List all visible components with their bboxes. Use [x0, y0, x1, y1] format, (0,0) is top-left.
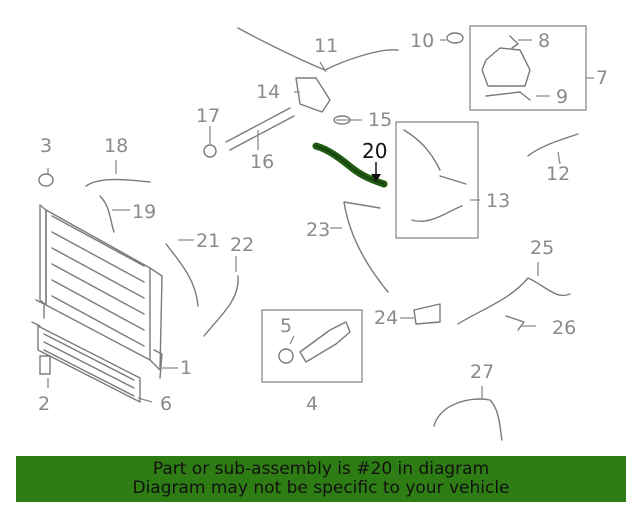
part-7-reservoir	[481, 47, 531, 87]
part-14-housing	[295, 77, 331, 113]
part-24-valve	[413, 303, 441, 325]
callout-25: 25	[530, 237, 554, 259]
condenser	[37, 325, 141, 403]
part-1-drain	[153, 349, 163, 379]
callout-2: 2	[38, 393, 50, 415]
part-13-hoses	[403, 129, 467, 222]
group-box-13	[395, 121, 479, 239]
callout-11: 11	[314, 35, 338, 57]
banner-line-1: Part or sub-assembly is #20 in diagram	[152, 459, 490, 479]
callout-22: 22	[230, 234, 254, 256]
part-25-hose	[457, 277, 571, 325]
part-4-fitting	[299, 321, 351, 363]
callout-23: 23	[306, 219, 330, 241]
callout-4: 4	[306, 393, 318, 415]
callout-8: 8	[538, 30, 550, 52]
part-10-cap	[446, 32, 464, 44]
callout-14: 14	[256, 81, 280, 103]
callout-17: 17	[196, 105, 220, 127]
part-17-oring	[203, 144, 217, 158]
part-9-bracket	[485, 91, 531, 101]
callout-21: 21	[196, 230, 220, 252]
part-19-hose	[99, 195, 115, 233]
callout-19: 19	[132, 201, 156, 223]
callout-3: 3	[40, 135, 52, 157]
callout-1: 1	[180, 357, 192, 379]
info-banner: Part or sub-assembly is #20 in diagram D…	[16, 456, 626, 502]
part-8-clip	[509, 35, 519, 49]
part-2-grommet	[39, 355, 51, 375]
callout-15: 15	[368, 109, 392, 131]
callout-18: 18	[104, 135, 128, 157]
callout-24: 24	[374, 307, 398, 329]
part-16-pipe	[225, 107, 295, 151]
callout-16: 16	[250, 151, 274, 173]
radiator	[31, 204, 163, 371]
callout-13: 13	[486, 190, 510, 212]
callout-12: 12	[546, 163, 570, 185]
callout-6: 6	[160, 393, 172, 415]
part-22-hose	[203, 275, 239, 337]
part-5-oring	[278, 348, 294, 364]
callout-7: 7	[596, 67, 608, 89]
callout-9: 9	[556, 86, 568, 108]
part-3-cap	[38, 173, 54, 187]
part-12-hose	[527, 133, 579, 157]
part-18-hose	[85, 178, 151, 187]
banner-line-2: Diagram may not be specific to your vehi…	[132, 478, 510, 498]
callout-5: 5	[280, 315, 292, 337]
callout-20: 20	[362, 139, 387, 163]
part-21-hose	[165, 243, 199, 307]
callout-27: 27	[470, 361, 494, 383]
parts-diagram: 1 2 3 4 5 6 7 8 9 10 11 12 13 14 15 16 1…	[31, 25, 608, 441]
group-box-7	[469, 25, 587, 111]
part-23-hose	[343, 201, 389, 293]
part-27-hose	[433, 398, 503, 441]
callout-10: 10	[410, 30, 434, 52]
callout-26: 26	[552, 317, 576, 339]
part-26-bracket	[505, 315, 525, 331]
group-box-4	[261, 309, 363, 383]
